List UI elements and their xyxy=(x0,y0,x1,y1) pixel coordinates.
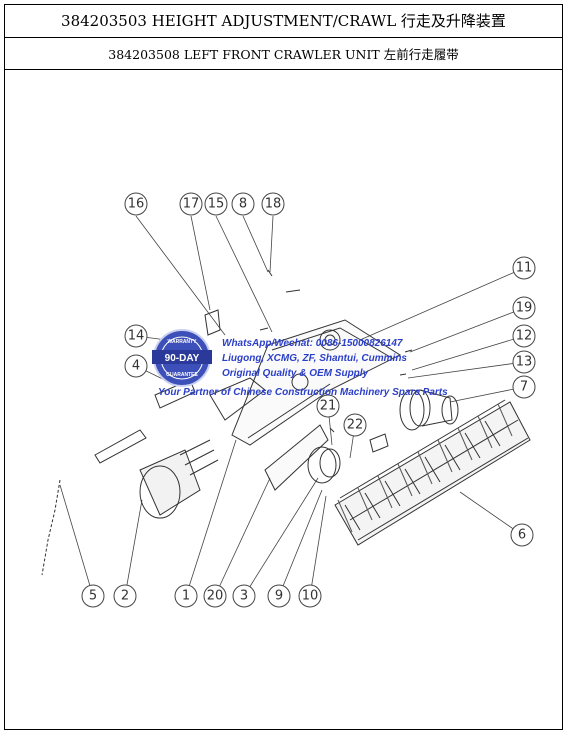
callout-20: 20 xyxy=(203,584,227,608)
svg-text:1: 1 xyxy=(182,589,190,604)
svg-text:90-DAY: 90-DAY xyxy=(165,353,200,364)
page-title: 384203503 HEIGHT ADJUSTMENT/CRAWL 行走及升降装… xyxy=(4,4,563,38)
callout-6: 6 xyxy=(510,523,534,547)
plate xyxy=(264,424,329,491)
shaft xyxy=(94,429,147,464)
svg-text:22: 22 xyxy=(347,418,364,433)
svg-text:12: 12 xyxy=(516,329,533,344)
svg-text:3: 3 xyxy=(240,589,248,604)
svg-text:18: 18 xyxy=(265,197,282,212)
svg-text:19: 19 xyxy=(516,301,533,316)
callout-7: 7 xyxy=(512,375,536,399)
callout-10: 10 xyxy=(298,584,322,608)
page-subtitle: 384203508 LEFT FRONT CRAWLER UNIT 左前行走履带 xyxy=(4,38,563,70)
svg-text:13: 13 xyxy=(516,355,533,370)
watermark-line-1: WhatsApp/Wechat: 0086-15000826147 xyxy=(222,338,403,349)
callout-8: 8 xyxy=(231,192,255,216)
svg-text:15: 15 xyxy=(208,197,225,212)
pin xyxy=(204,309,221,336)
watermark-line-3: Original Quality & OEM Supply xyxy=(222,368,369,379)
svg-text:7: 7 xyxy=(520,380,528,395)
callout-18: 18 xyxy=(261,192,285,216)
svg-text:9: 9 xyxy=(275,589,283,604)
callout-9: 9 xyxy=(267,584,291,608)
svg-text:8: 8 xyxy=(239,197,247,212)
svg-text:GUARANTEE: GUARANTEE xyxy=(166,372,198,378)
chain-links xyxy=(41,479,61,576)
svg-text:21: 21 xyxy=(320,399,337,414)
bushing xyxy=(369,433,389,453)
svg-text:16: 16 xyxy=(128,197,145,212)
callout-2: 2 xyxy=(113,584,137,608)
svg-text:20: 20 xyxy=(207,589,224,604)
svg-text:11: 11 xyxy=(516,261,533,276)
callout-3: 3 xyxy=(232,584,256,608)
tensioner-cylinder xyxy=(139,439,219,519)
callout-16: 16 xyxy=(124,192,148,216)
svg-text:2: 2 xyxy=(121,589,129,604)
callout-19: 19 xyxy=(512,296,536,320)
svg-text:17: 17 xyxy=(183,197,200,212)
callout-13: 13 xyxy=(512,350,536,374)
watermark-line-2: Liugong, XCMG, ZF, Shantui, Cummins xyxy=(222,353,407,364)
callout-5: 5 xyxy=(81,584,105,608)
svg-text:14: 14 xyxy=(128,329,145,344)
callout-15: 15 xyxy=(204,192,228,216)
callout-14: 14 xyxy=(124,324,148,348)
svg-text:10: 10 xyxy=(302,589,319,604)
track-chain xyxy=(334,399,531,546)
svg-text:4: 4 xyxy=(132,359,140,374)
leader-lines xyxy=(59,215,525,597)
callout-17: 17 xyxy=(179,192,203,216)
drive-motor xyxy=(399,389,459,431)
idler-wheel xyxy=(307,446,341,484)
watermark-line-4: Your Partner of Chinese Construction Mac… xyxy=(158,387,448,398)
callout-4: 4 xyxy=(124,354,148,378)
crawler-frame xyxy=(209,319,402,446)
bolts xyxy=(259,269,301,331)
svg-text:6: 6 xyxy=(518,528,526,543)
svg-text:WARRANTY: WARRANTY xyxy=(168,339,198,345)
warranty-badge: 90-DAY WARRANTY GUARANTEE xyxy=(152,329,212,387)
part-drawings xyxy=(41,269,531,576)
callout-12: 12 xyxy=(512,324,536,348)
callout-22: 22 xyxy=(343,413,367,437)
svg-text:5: 5 xyxy=(89,589,97,604)
callout-21: 21 xyxy=(316,394,340,418)
callout-11: 11 xyxy=(512,256,536,280)
page-frame xyxy=(4,4,563,730)
callout-1: 1 xyxy=(174,584,198,608)
